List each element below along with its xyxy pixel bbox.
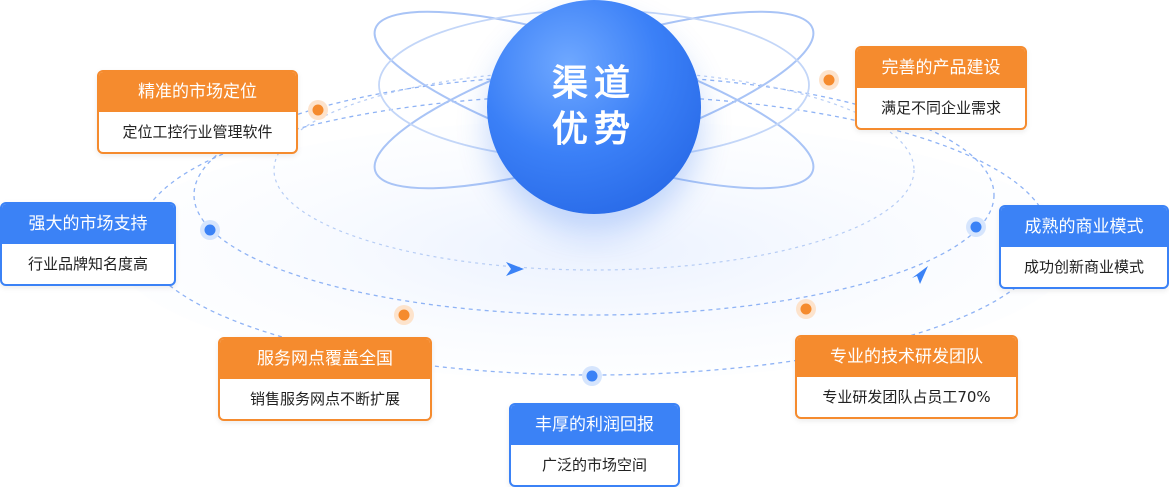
- card-title: 服务网点覆盖全国: [220, 339, 430, 379]
- card-market-support: 强大的市场支持 行业品牌知名度高: [0, 202, 176, 286]
- card-profit-return: 丰厚的利润回报 广泛的市场空间: [509, 403, 680, 487]
- center-title-line1: 渠道: [551, 63, 636, 104]
- card-title: 丰厚的利润回报: [511, 405, 678, 445]
- floor-glow: [114, 120, 1074, 380]
- connector-dot-blue: [966, 217, 986, 237]
- card-business-model: 成熟的商业模式 成功创新商业模式: [999, 205, 1169, 289]
- connector-dot-blue: [582, 366, 602, 386]
- arrow-icon: [506, 262, 524, 276]
- card-desc: 专业研发团队占员工70%: [822, 388, 991, 406]
- connector-dot-blue: [200, 220, 220, 240]
- card-service-network: 服务网点覆盖全国 销售服务网点不断扩展: [218, 337, 432, 421]
- card-desc: 定位工控行业管理软件: [122, 123, 273, 141]
- card-title: 精准的市场定位: [99, 72, 296, 112]
- card-desc: 成功创新商业模式: [1023, 258, 1144, 276]
- center-title-line2: 优势: [551, 109, 636, 150]
- connector-dot-orange: [819, 70, 839, 90]
- card-title: 专业的技术研发团队: [797, 337, 1016, 377]
- card-market-positioning: 精准的市场定位 定位工控行业管理软件: [97, 70, 298, 154]
- card-title: 完善的产品建设: [857, 48, 1025, 88]
- connector-dot-orange: [796, 299, 816, 319]
- connector-dot-orange: [394, 305, 414, 325]
- card-desc: 行业品牌知名度高: [27, 255, 148, 273]
- card-product-building: 完善的产品建设 满足不同企业需求: [855, 46, 1027, 130]
- card-desc: 满足不同企业需求: [880, 99, 1001, 117]
- arrow-icon: [912, 266, 928, 284]
- center-sphere: 渠道 优势: [487, 0, 701, 214]
- card-desc: 广泛的市场空间: [541, 456, 647, 474]
- connector-dot-orange: [308, 100, 328, 120]
- card-desc: 销售服务网点不断扩展: [249, 390, 400, 408]
- card-title: 强大的市场支持: [2, 204, 174, 244]
- card-title: 成熟的商业模式: [1001, 207, 1167, 247]
- card-rd-team: 专业的技术研发团队 专业研发团队占员工70%: [795, 335, 1018, 419]
